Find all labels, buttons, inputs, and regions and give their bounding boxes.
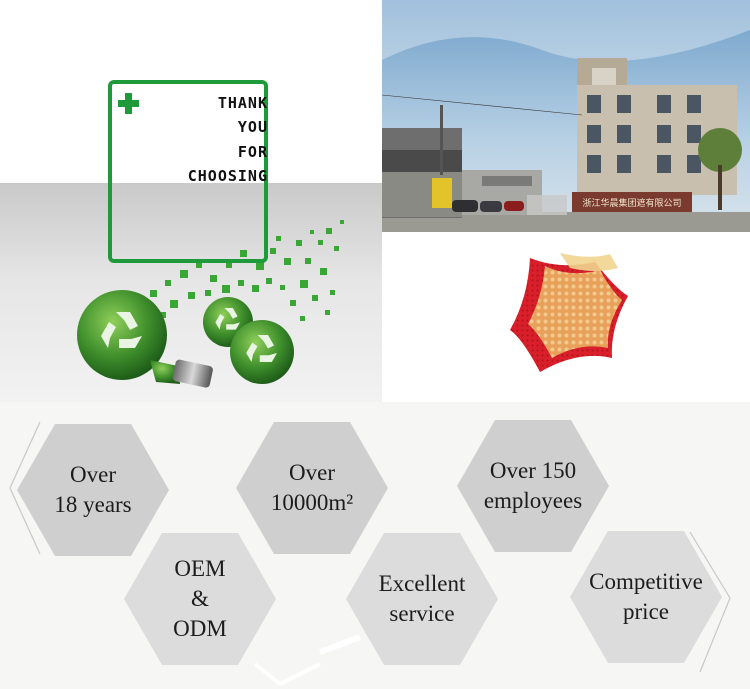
features-section: Over 18 years Over 10000m² Over 150 empl… (0, 402, 750, 689)
factory-sign: 浙江华晨集团遮有限公司 (582, 197, 681, 209)
green-cubes (150, 220, 344, 321)
fabric-logo (510, 253, 628, 372)
thank-line-3: FOR (237, 143, 268, 161)
feature-area: Over 10000m² (236, 422, 388, 554)
thank-line-1: THANK (217, 94, 268, 112)
thank-you-banner: THANK YOU FOR CHOOSING (0, 0, 382, 402)
hex-outline-decor (9, 421, 731, 687)
big-bulb (77, 290, 213, 388)
thank-line-2: YOU (237, 118, 268, 136)
eco-bulbs-illustration (77, 220, 344, 388)
thank-you-frame (108, 80, 268, 263)
thank-line-4: CHOOSING (187, 167, 268, 185)
right-bulb (230, 320, 294, 384)
factory-photo: 浙江华晨集团遮有限公司 (382, 0, 750, 232)
recycle-icon (101, 312, 142, 348)
feature-service: Excellent service (346, 533, 498, 665)
plus-icon (118, 93, 140, 115)
